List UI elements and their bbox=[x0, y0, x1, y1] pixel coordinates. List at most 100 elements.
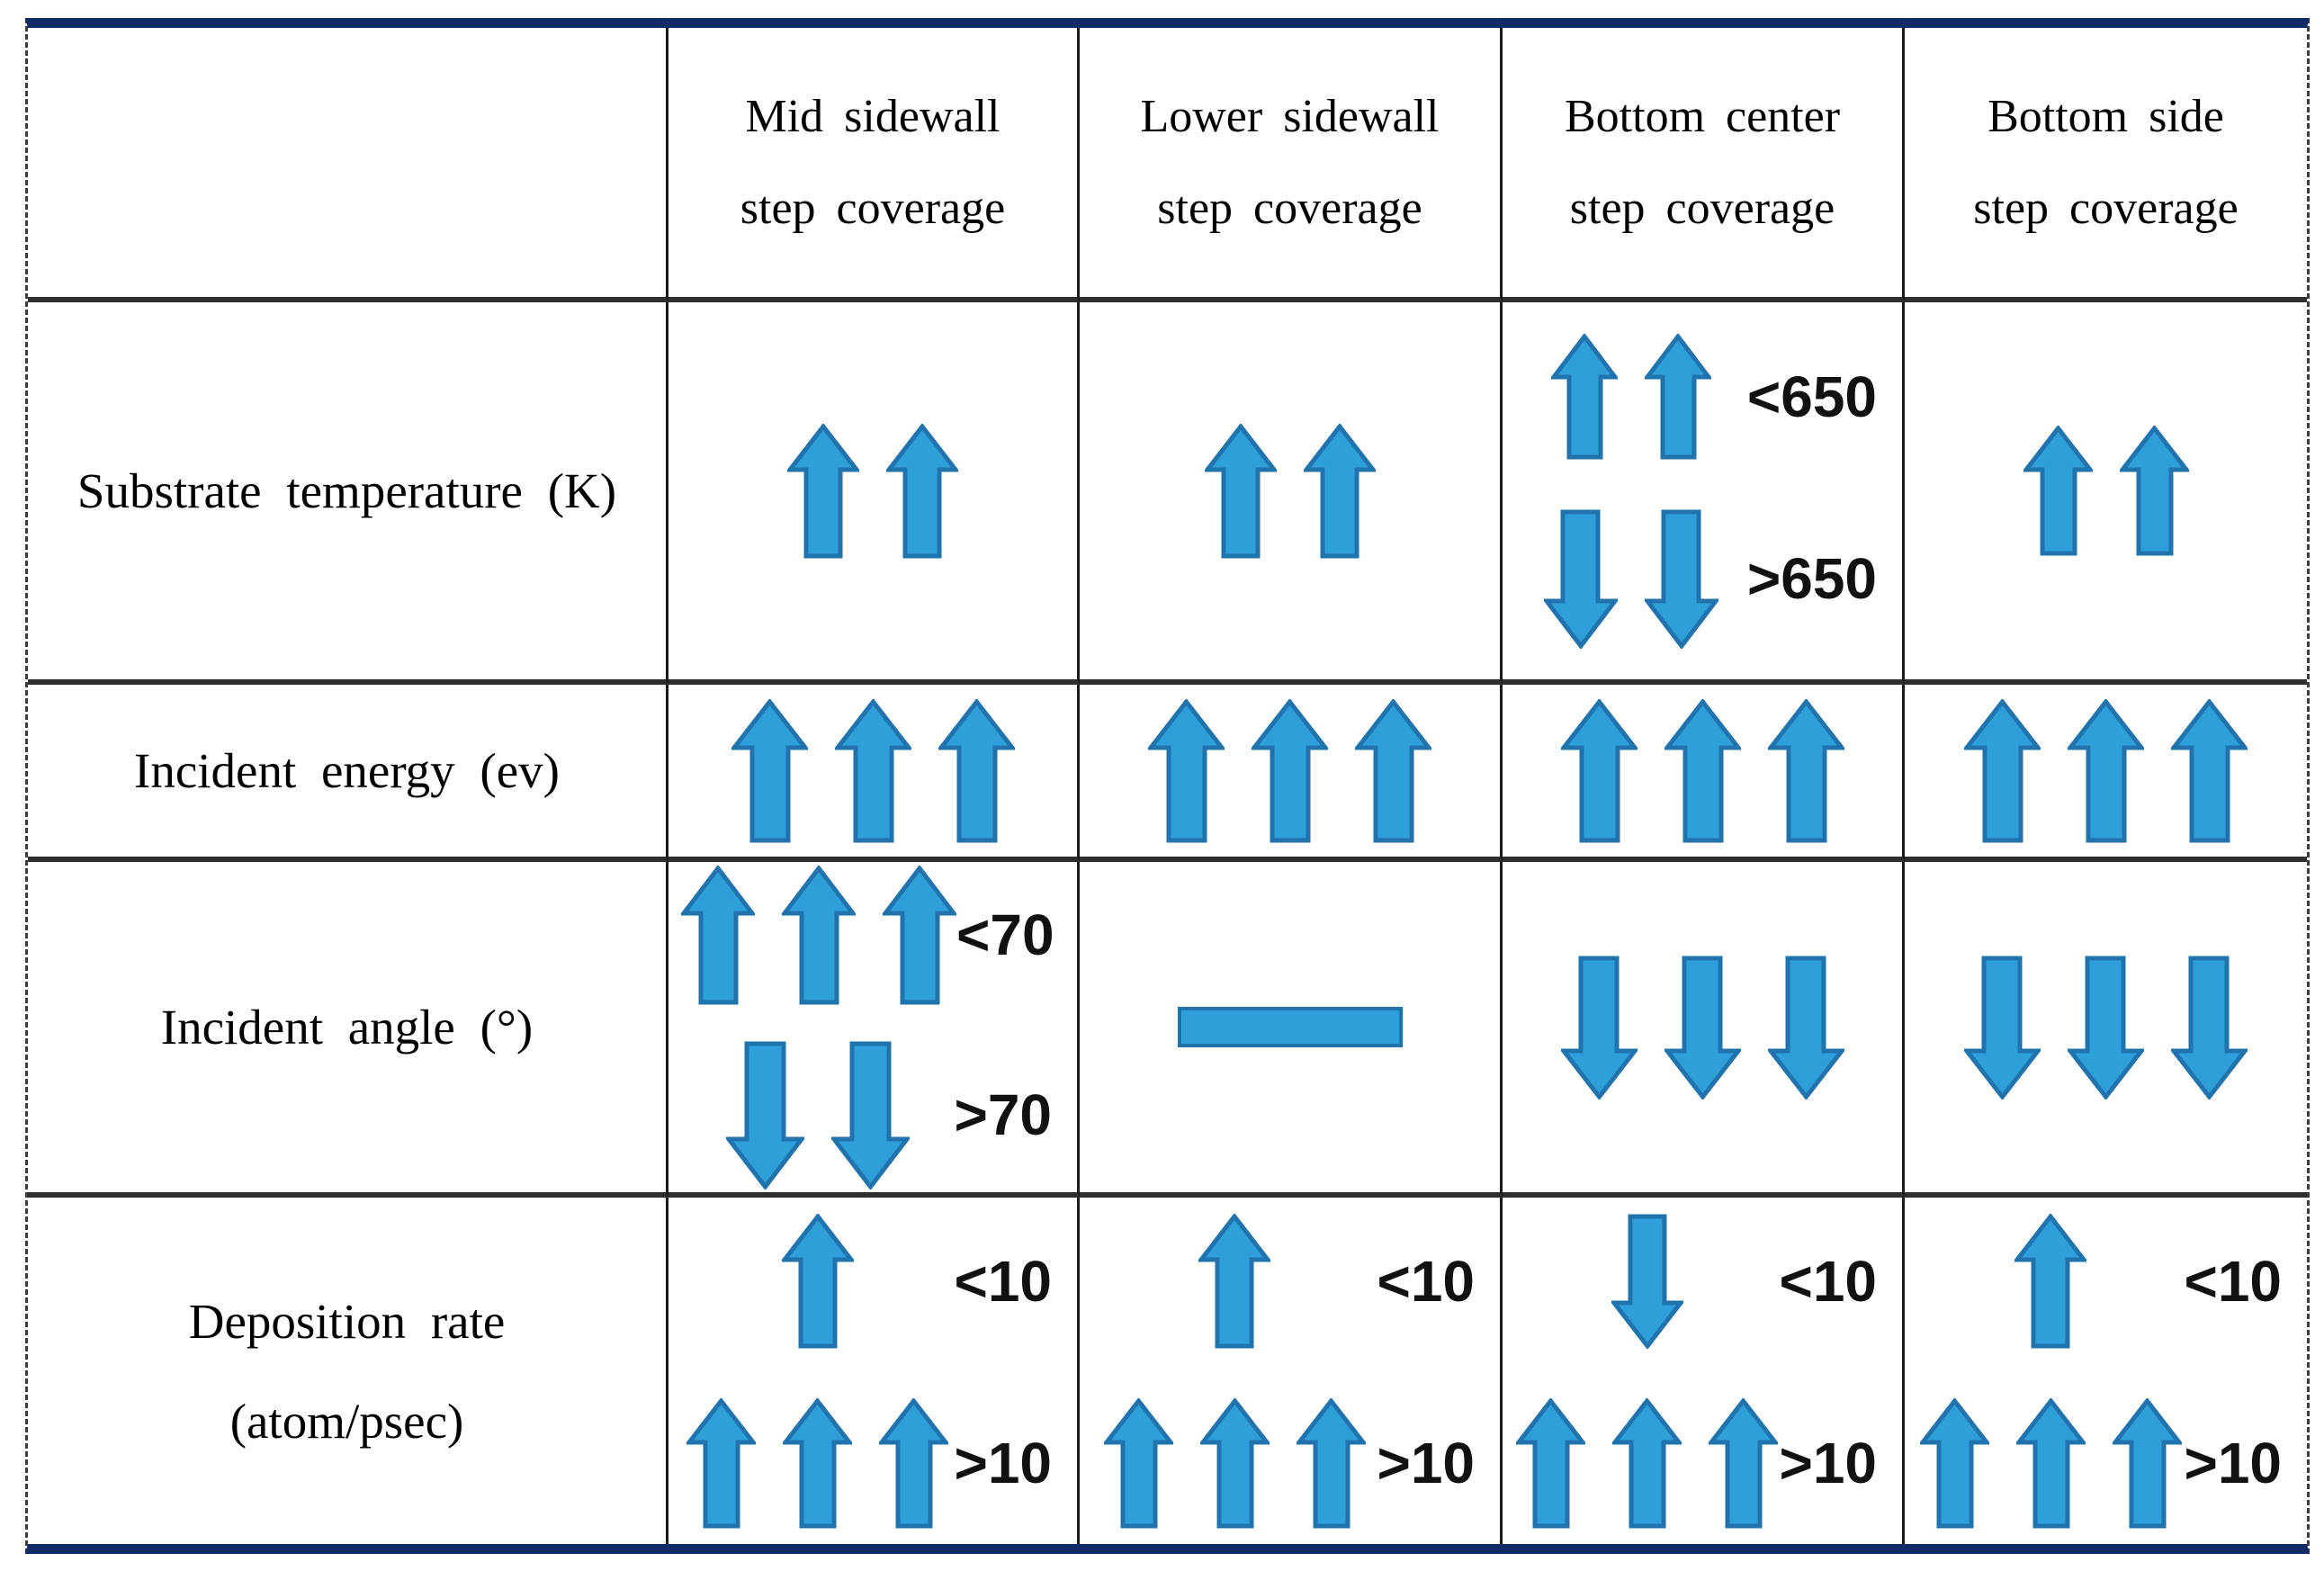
down-arrow-icon bbox=[1644, 509, 1718, 649]
up-arrow-icon bbox=[883, 865, 956, 1004]
threshold-label: >10 bbox=[1377, 1431, 1475, 1495]
column-header-line: Mid sidewall bbox=[745, 90, 1000, 142]
trend-arrows bbox=[1515, 333, 1747, 460]
down-arrow-icon bbox=[1964, 956, 2041, 1100]
threshold-label: >10 bbox=[1779, 1431, 1877, 1495]
trend-group bbox=[1905, 698, 2307, 843]
threshold-label: >10 bbox=[954, 1431, 1052, 1495]
trend-arrows bbox=[681, 1397, 954, 1529]
up-arrow-icon bbox=[1252, 698, 1328, 842]
up-arrow-icon bbox=[2015, 1397, 2086, 1528]
up-arrow-icon bbox=[782, 865, 856, 1004]
up-arrow-icon bbox=[1612, 1397, 1682, 1528]
threshold-label: >10 bbox=[2184, 1431, 2282, 1495]
up-arrow-icon bbox=[1767, 698, 1844, 842]
trend-arrows bbox=[681, 865, 956, 1005]
up-arrow-icon bbox=[1919, 1397, 1989, 1528]
column-header-line: step coverage bbox=[1157, 182, 1422, 234]
trend-arrows bbox=[681, 423, 1064, 559]
trend-group: >10 bbox=[668, 1397, 1077, 1529]
up-arrow-icon bbox=[1199, 1397, 1270, 1528]
trend-arrows bbox=[681, 1213, 954, 1349]
up-arrow-icon bbox=[886, 423, 958, 558]
down-arrow-icon bbox=[1664, 956, 1741, 1100]
trend-group: <70 bbox=[668, 865, 1077, 1005]
threshold-label: <70 bbox=[956, 902, 1054, 967]
down-arrow-icon bbox=[1560, 956, 1638, 1100]
down-arrow-icon bbox=[2171, 956, 2248, 1100]
up-arrow-icon bbox=[1709, 1397, 1779, 1528]
down-arrow-icon bbox=[830, 1041, 910, 1189]
trend-group: >10 bbox=[1905, 1397, 2307, 1529]
trend-arrows bbox=[1092, 1007, 1487, 1047]
threshold-label: <650 bbox=[1746, 364, 1877, 429]
up-arrow-icon bbox=[1355, 698, 1431, 842]
row-header-deposition-rate: Deposition rate(atom/psec) bbox=[28, 1198, 668, 1544]
cell-incident-energy-mid-sidewall bbox=[668, 685, 1080, 862]
up-arrow-icon bbox=[731, 698, 808, 842]
trend-group: >10 bbox=[1080, 1397, 1500, 1529]
no-change-dash-icon bbox=[1177, 1007, 1403, 1047]
cell-incident-angle-lower-sidewall bbox=[1080, 862, 1503, 1198]
up-arrow-icon bbox=[1550, 333, 1618, 459]
up-arrow-icon bbox=[1560, 698, 1638, 842]
trend-group: <10 bbox=[1905, 1213, 2307, 1349]
trend-group bbox=[1503, 956, 1902, 1100]
row-header-line: Substrate temperature (K) bbox=[76, 463, 617, 518]
up-arrow-icon bbox=[2014, 1213, 2087, 1348]
up-arrow-icon bbox=[1103, 1397, 1173, 1528]
trend-group: <10 bbox=[1503, 1214, 1902, 1349]
trend-arrows bbox=[1917, 956, 2294, 1100]
row-header-incident-energy: Incident energy (ev) bbox=[28, 685, 668, 862]
trend-group bbox=[668, 698, 1077, 843]
cell-substrate-temperature-bottom-side bbox=[1905, 302, 2307, 685]
down-arrow-icon bbox=[1611, 1214, 1683, 1349]
up-arrow-icon bbox=[2068, 698, 2144, 842]
cell-substrate-temperature-bottom-center: <650>650 bbox=[1503, 302, 1905, 685]
trend-arrows bbox=[1092, 1397, 1377, 1529]
row-header-substrate-temperature: Substrate temperature (K) bbox=[28, 302, 668, 685]
up-arrow-icon bbox=[2112, 1397, 2182, 1528]
threshold-label: <10 bbox=[1779, 1248, 1877, 1314]
up-arrow-icon bbox=[1303, 423, 1376, 558]
trend-arrows bbox=[1515, 698, 1889, 843]
down-arrow-icon bbox=[725, 1041, 804, 1189]
up-arrow-icon bbox=[1204, 423, 1277, 558]
up-arrow-icon bbox=[879, 1397, 949, 1528]
trend-group bbox=[1503, 698, 1902, 843]
up-arrow-icon bbox=[783, 1397, 853, 1528]
trend-arrows bbox=[1917, 426, 2294, 556]
corner-cell bbox=[28, 28, 668, 302]
cell-deposition-rate-bottom-side: <10 >10 bbox=[1905, 1198, 2307, 1544]
trend-arrows bbox=[1917, 1213, 2184, 1349]
up-arrow-icon bbox=[686, 1397, 757, 1528]
up-arrow-icon bbox=[1664, 698, 1741, 842]
cell-deposition-rate-lower-sidewall: <10 >10 bbox=[1080, 1198, 1503, 1544]
up-arrow-icon bbox=[2119, 426, 2189, 556]
column-header-line: step coverage bbox=[1569, 182, 1835, 234]
row-header-incident-angle: Incident angle (°) bbox=[28, 862, 668, 1198]
down-arrow-icon bbox=[1543, 509, 1618, 649]
cell-incident-energy-bottom-side bbox=[1905, 685, 2307, 862]
up-arrow-icon bbox=[1198, 1213, 1271, 1348]
cell-incident-angle-bottom-center bbox=[1503, 862, 1905, 1198]
trend-arrows bbox=[1515, 1397, 1779, 1529]
trend-group bbox=[668, 423, 1077, 559]
trend-arrows bbox=[1092, 698, 1487, 843]
trend-group: <10 bbox=[1080, 1213, 1500, 1349]
trend-arrows bbox=[681, 698, 1064, 843]
up-arrow-icon bbox=[2171, 698, 2248, 842]
trend-group bbox=[1905, 956, 2307, 1100]
row-header-line: (atom/psec) bbox=[229, 1393, 464, 1449]
trend-group: >10 bbox=[1503, 1397, 1902, 1529]
trend-arrows bbox=[1092, 1213, 1377, 1349]
trend-group bbox=[1080, 698, 1500, 843]
up-arrow-icon bbox=[1516, 1397, 1586, 1528]
trend-arrows bbox=[1515, 509, 1747, 649]
trend-arrows bbox=[1515, 956, 1889, 1100]
cell-incident-angle-mid-sidewall: <70>70 bbox=[668, 862, 1080, 1198]
